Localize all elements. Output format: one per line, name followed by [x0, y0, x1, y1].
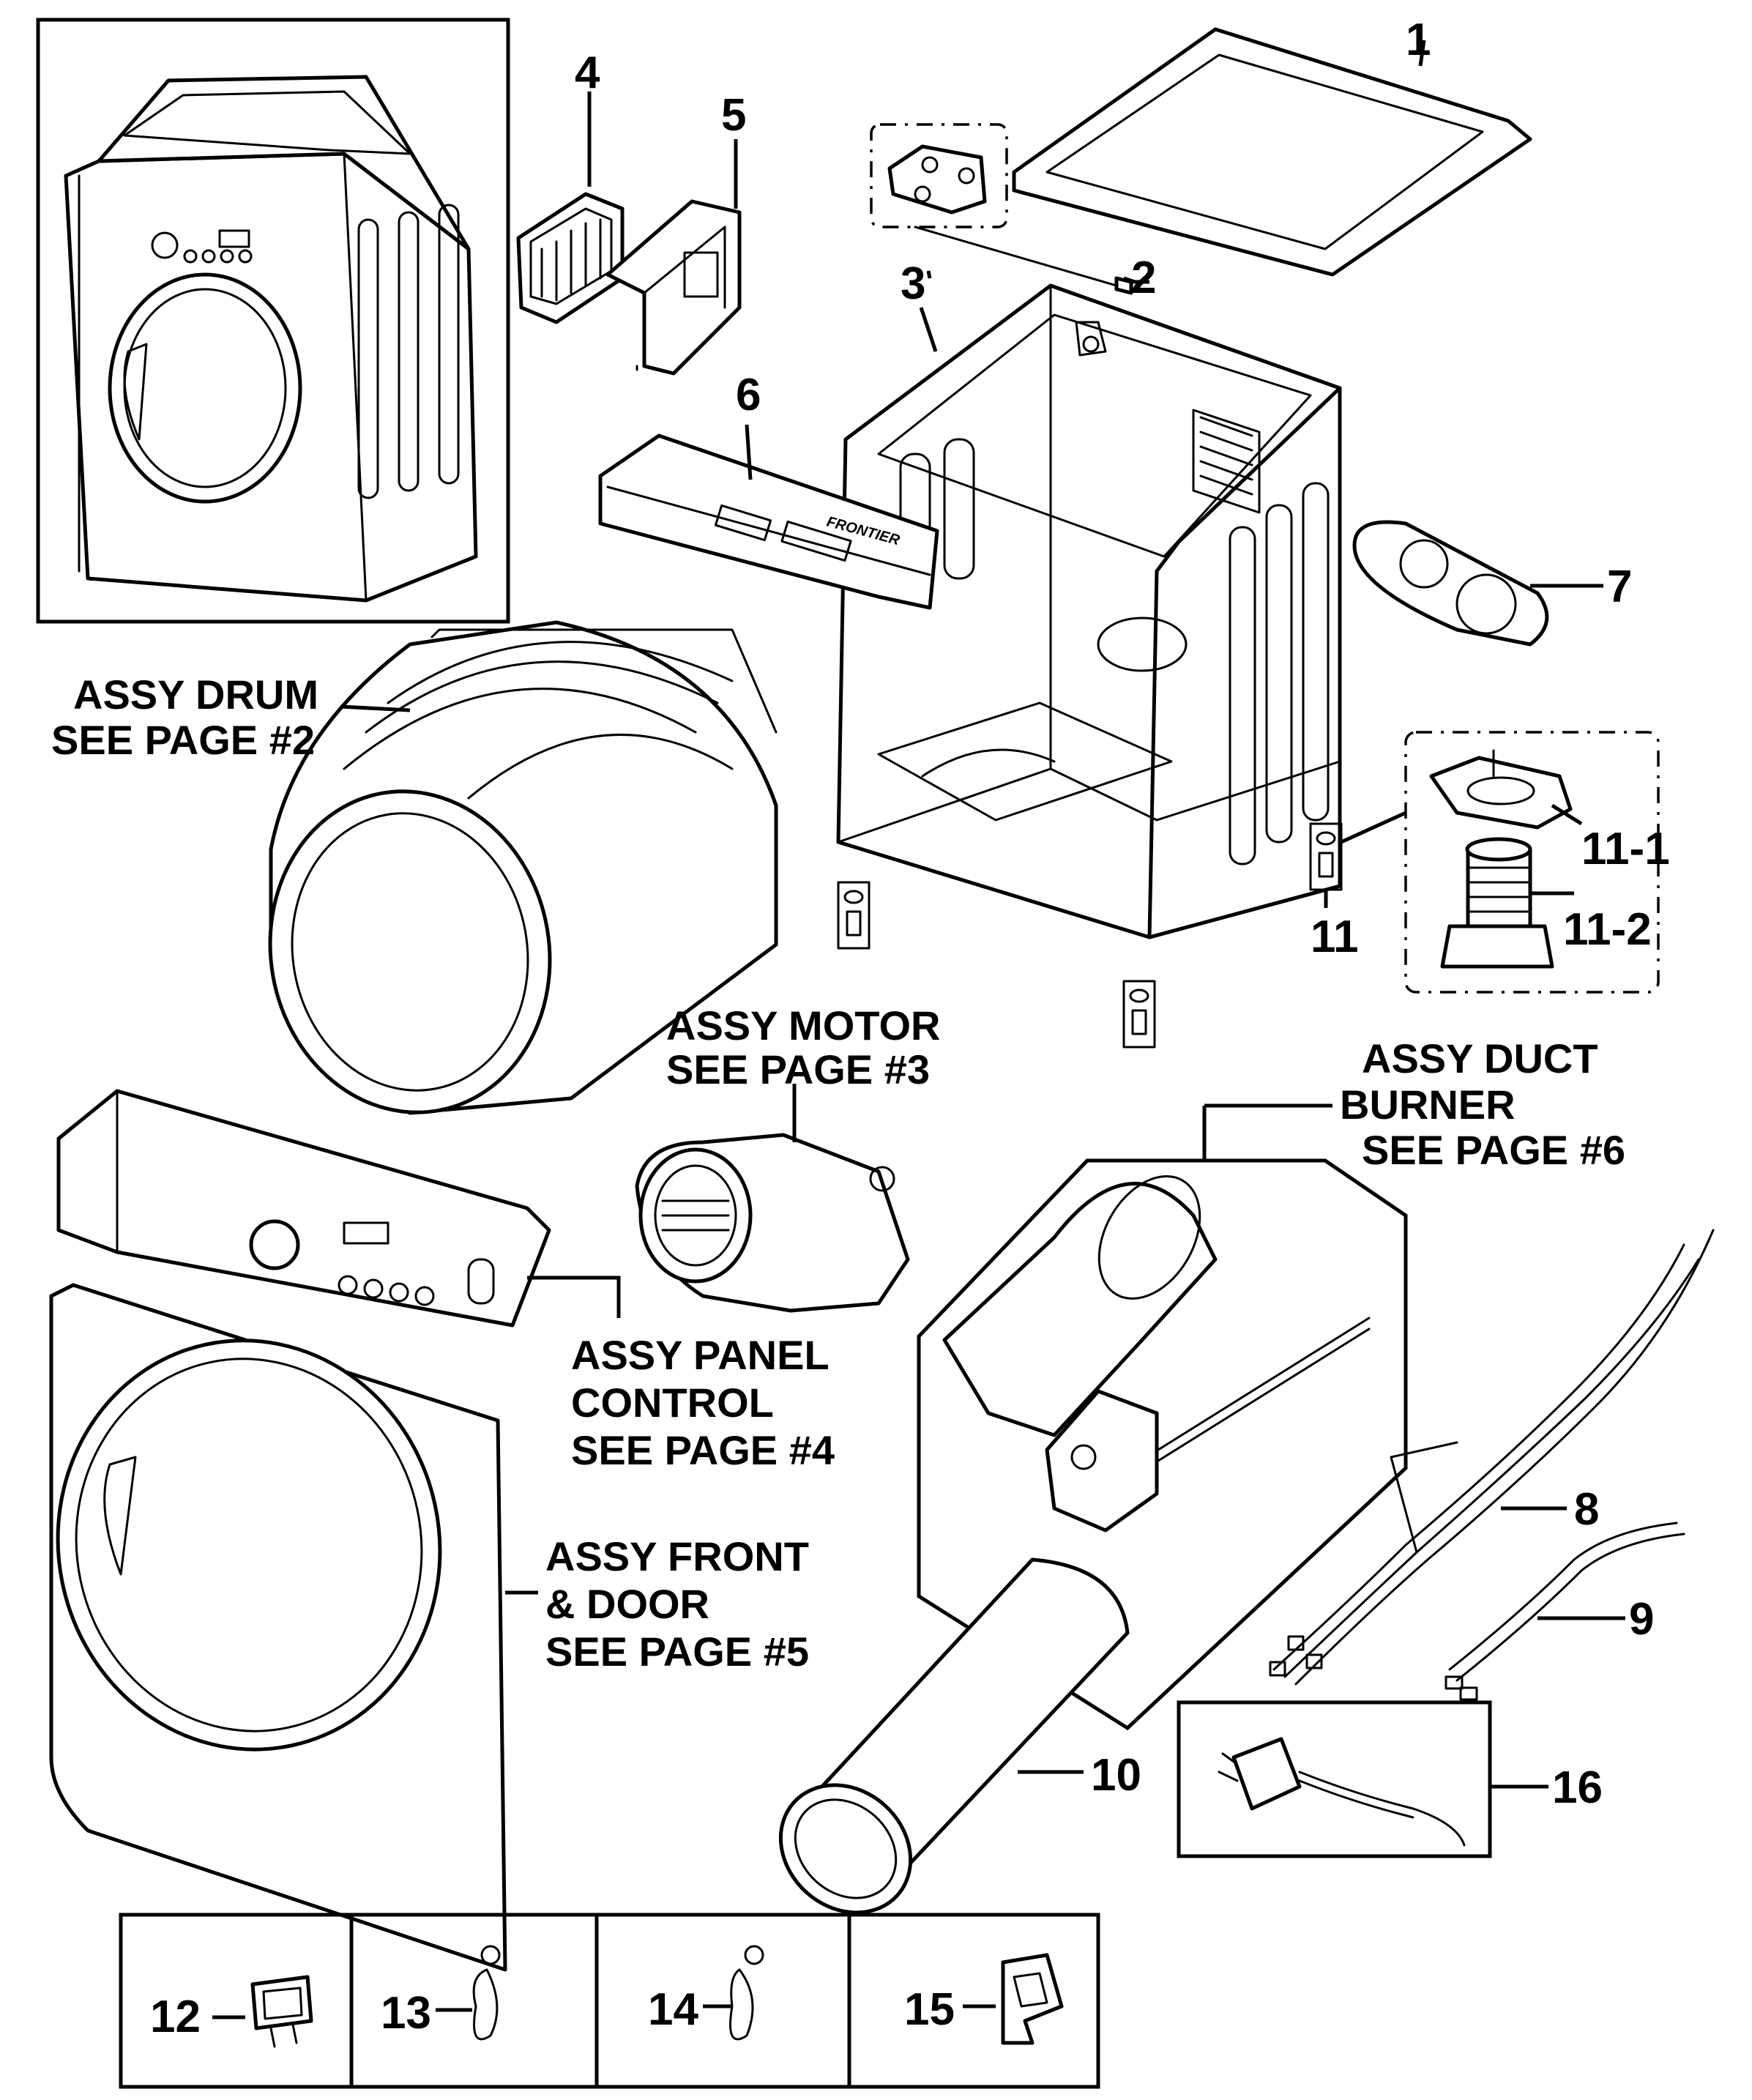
- housing-icon: [605, 139, 742, 376]
- duct-label-line1: ASSY DUCT: [1362, 1035, 1598, 1081]
- exhaust-duct-icon: [778, 1557, 1130, 1915]
- panel-label-line1: ASSY PANEL: [571, 1332, 830, 1378]
- front-label-line2: & DOOR: [545, 1581, 709, 1627]
- control-panel-icon: [56, 1089, 621, 1328]
- callout-12: 12: [150, 1992, 201, 2042]
- front-label-line3: SEE PAGE #5: [545, 1628, 809, 1675]
- front-label-line1: ASSY FRONT: [545, 1533, 809, 1579]
- duct-label-line2: BURNER: [1340, 1081, 1516, 1128]
- callout-5: 5: [721, 90, 746, 141]
- panel-label-line2: CONTROL: [571, 1379, 774, 1426]
- callout-11-1: 11-1: [1581, 824, 1670, 874]
- duct-label-line3: SEE PAGE #6: [1362, 1127, 1625, 1173]
- callout-4: 4: [575, 48, 600, 98]
- drum-label-line1: ASSY DRUM: [73, 671, 318, 718]
- dryer-overview-icon: [36, 18, 510, 624]
- panel-label-line3: SEE PAGE #4: [571, 1427, 835, 1473]
- motor-label-line1: ASSY MOTOR: [666, 1002, 940, 1049]
- power-cord-icon: [1177, 1700, 1548, 1858]
- bracket-icon: [870, 123, 1149, 295]
- leveling-foot-icon: [837, 811, 1407, 1049]
- motor-icon: [635, 1084, 910, 1313]
- callout-14: 14: [648, 1984, 698, 2035]
- harness-9-icon: [1445, 1522, 1685, 1701]
- callout-2: 2: [1131, 253, 1156, 303]
- foot-detail-icon: [1404, 731, 1660, 994]
- callout-8: 8: [1574, 1484, 1599, 1535]
- motor-label-line2: SEE PAGE #3: [666, 1046, 930, 1092]
- front-door-icon: [49, 1283, 538, 1972]
- callout-6: 6: [736, 370, 761, 420]
- callout-7: 7: [1607, 562, 1632, 612]
- callout-11-2: 11-2: [1563, 904, 1652, 955]
- callout-10: 10: [1091, 1750, 1141, 1801]
- callout-15: 15: [904, 1984, 955, 2035]
- callout-3: 3: [901, 258, 925, 309]
- filter-icon: [516, 92, 625, 324]
- drum-icon: [268, 620, 778, 1115]
- cabinet-icon: [836, 270, 1342, 939]
- callout-16: 16: [1552, 1762, 1603, 1813]
- callout-1: 1: [1406, 15, 1431, 65]
- top-cover-icon: [1012, 27, 1532, 277]
- callout-9: 9: [1629, 1594, 1654, 1645]
- clamp-icon: [119, 1913, 1100, 2089]
- front-bracket-icon: [598, 424, 939, 610]
- callout-11: 11: [1311, 912, 1359, 962]
- drum-label-line2: SEE PAGE #2: [51, 717, 315, 763]
- wire-harness-icon: [1269, 1229, 1715, 1686]
- callout-13: 13: [381, 1988, 431, 2038]
- burner-icon: [917, 1103, 1408, 1731]
- rear-cover-icon: [1352, 520, 1603, 647]
